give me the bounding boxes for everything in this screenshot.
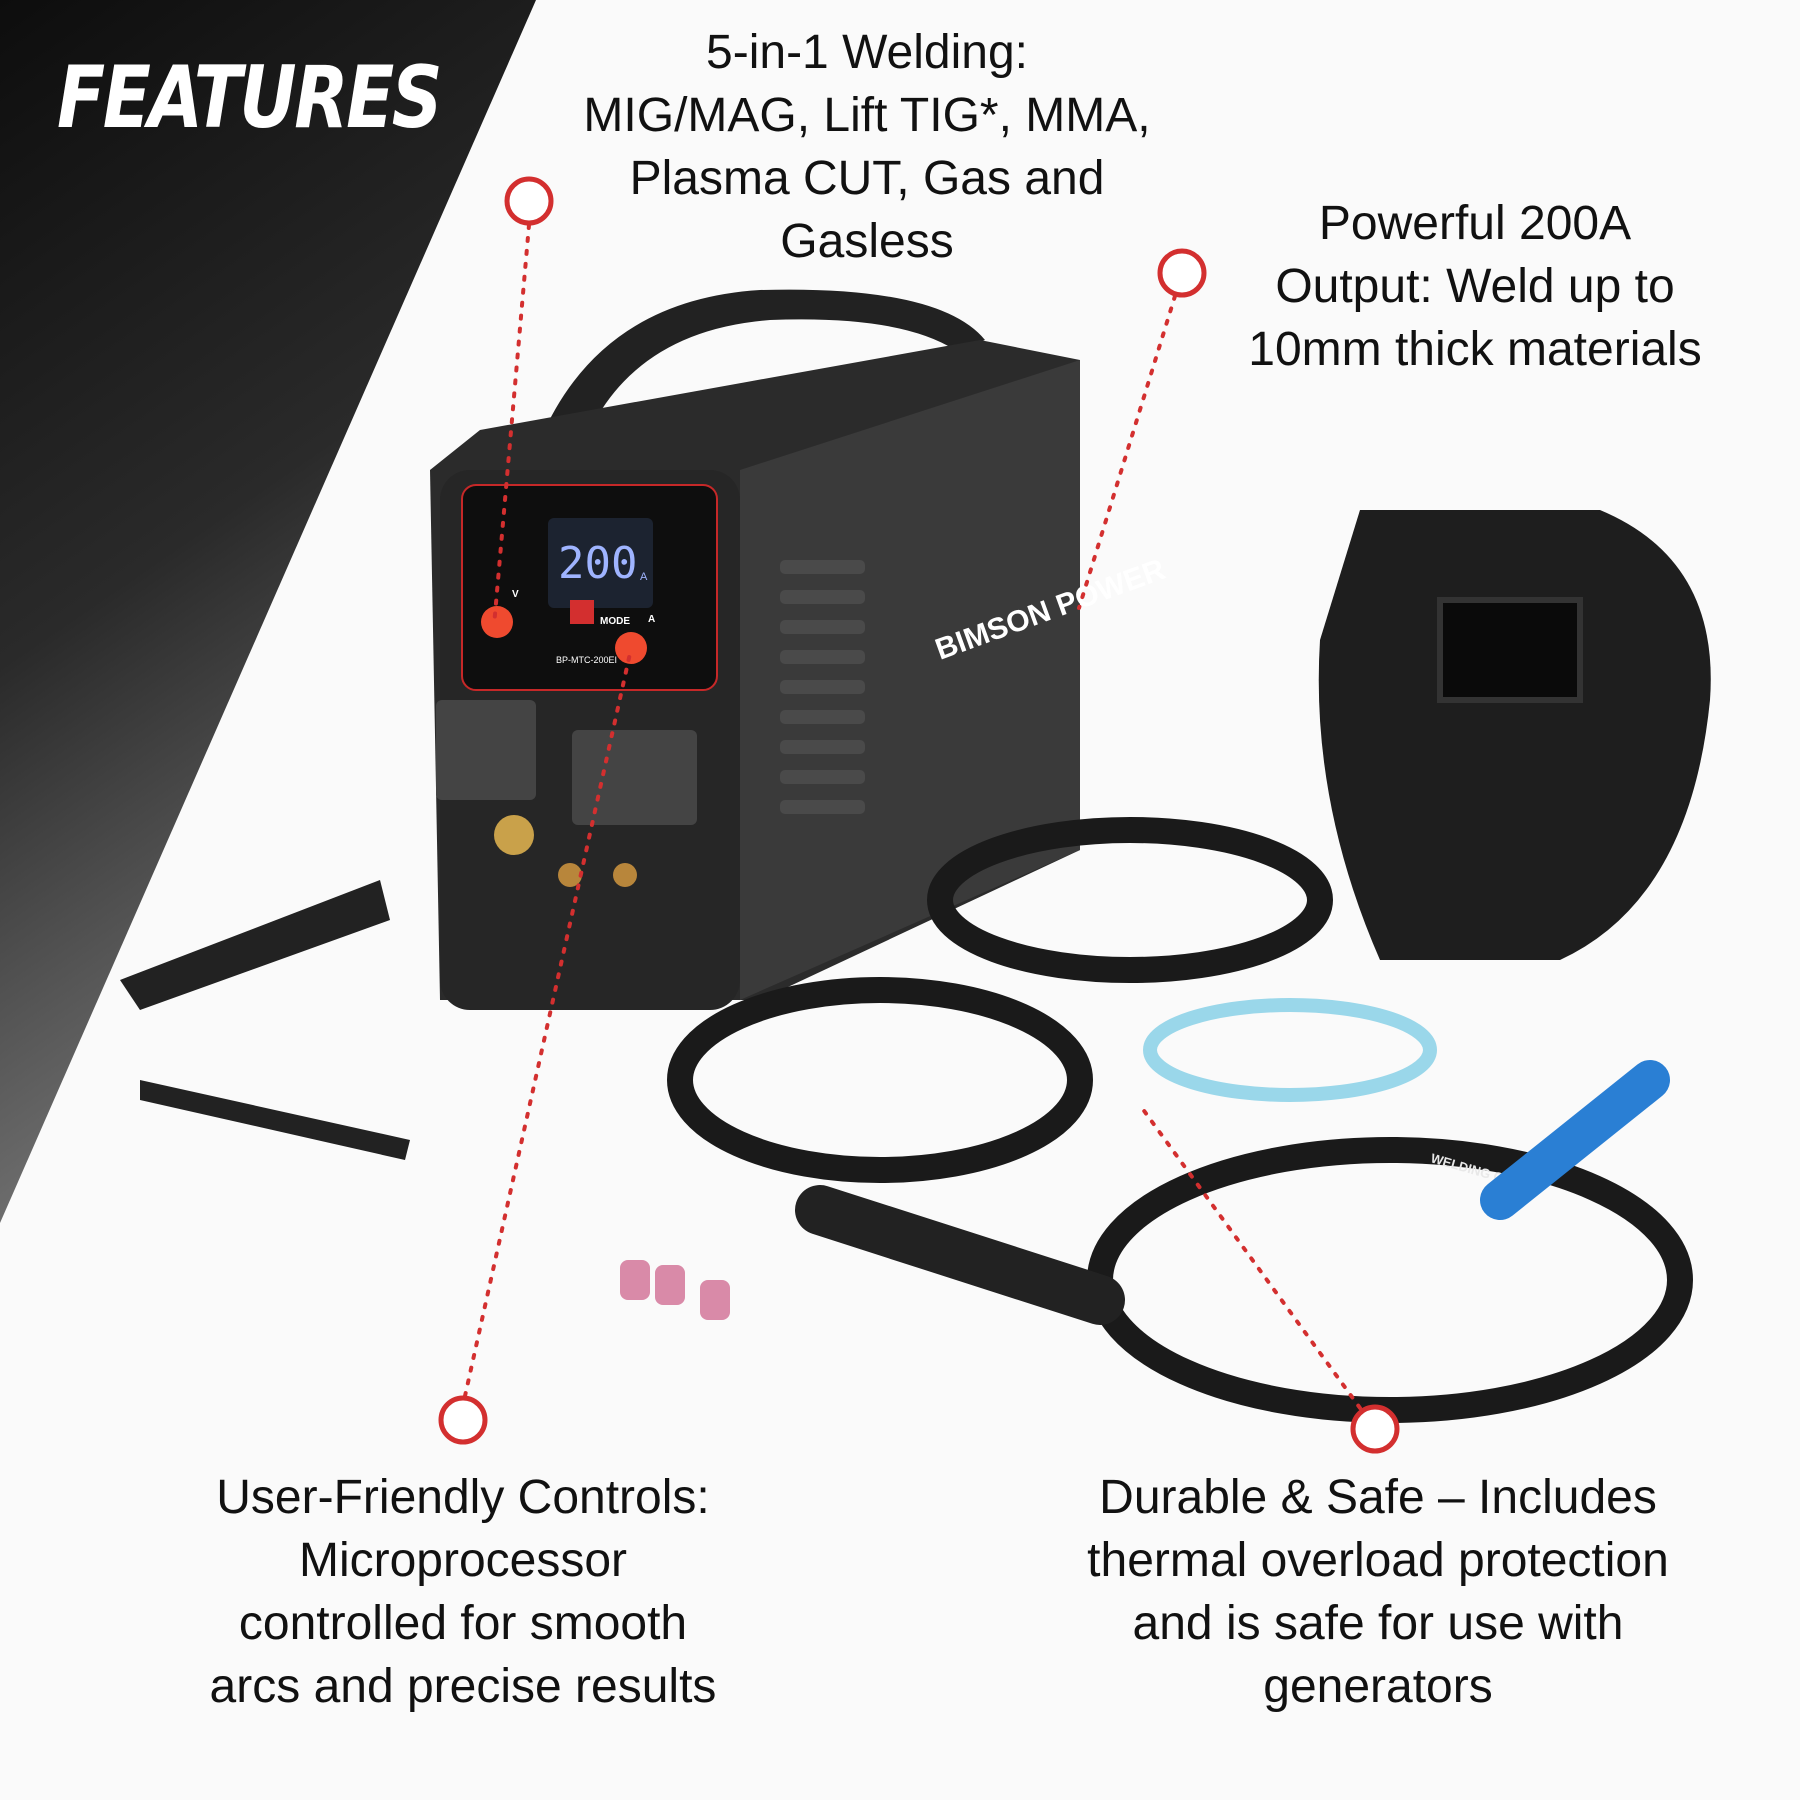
feature-controls: User-Friendly Controls: Microprocessor c… xyxy=(113,1466,813,1718)
feature-line: and is safe for use with xyxy=(1132,1597,1624,1650)
feature-line: Output: Weld up to xyxy=(1275,260,1675,313)
feature-safety: Durable & Safe – Includes thermal overlo… xyxy=(1003,1466,1753,1718)
mode-label: MODE xyxy=(600,616,630,627)
feature-line: 10mm thick materials xyxy=(1248,323,1702,376)
tig-cups xyxy=(620,1260,730,1320)
gas-hose xyxy=(1143,998,1437,1102)
model-label: BP-MTC-200EI xyxy=(556,655,617,665)
amperage-knob-label: A xyxy=(648,614,655,625)
callout-marker-controls xyxy=(438,1395,488,1445)
banner-background xyxy=(0,0,536,1223)
feature-line: Microprocessor xyxy=(298,1534,628,1587)
feature-line: Durable & Safe – Includes xyxy=(1099,1471,1657,1524)
callout-markers xyxy=(438,176,1400,1454)
feature-line: Powerful 200A xyxy=(1318,197,1632,250)
callout-marker-safety xyxy=(1350,1404,1400,1454)
feature-line: User-Friendly Controls: xyxy=(216,1471,710,1524)
feature-line: MIG/MAG, Lift TIG*, MMA, xyxy=(583,89,1151,142)
feature-line: thermal overload protection xyxy=(1087,1534,1669,1587)
electrode-holder xyxy=(140,1080,410,1160)
callout-lines xyxy=(463,223,1362,1410)
feature-line: arcs and precise results xyxy=(209,1660,717,1713)
feature-line: 5-in-1 Welding: xyxy=(706,26,1028,79)
feature-line: generators xyxy=(1263,1660,1493,1713)
feature-line: Plasma CUT, Gas and xyxy=(629,152,1105,205)
callout-marker-power xyxy=(1157,248,1207,298)
display-value: 200 xyxy=(558,538,637,589)
feature-power: Powerful 200A Output: Weld up to 10mm th… xyxy=(1175,192,1775,381)
feature-modes: 5-in-1 Welding: MIG/MAG, Lift TIG*, MMA,… xyxy=(467,21,1267,273)
welder-machine: 200 A V A MODE BP-MTC-200EI BIMSON POWER xyxy=(430,289,1170,1010)
voltage-knob-label: V xyxy=(512,589,519,600)
welding-helmet xyxy=(1318,510,1711,960)
display-unit: A xyxy=(640,571,648,583)
callout-marker-modes xyxy=(504,176,554,226)
page-title: FEATURES xyxy=(57,48,443,148)
amperage-knob xyxy=(615,632,647,664)
feature-line: Gasless xyxy=(780,215,954,268)
earth-clamp xyxy=(120,880,390,1010)
mig-torch xyxy=(795,1185,1125,1325)
voltage-knob xyxy=(481,606,513,638)
feature-line: controlled for smooth xyxy=(238,1597,688,1650)
